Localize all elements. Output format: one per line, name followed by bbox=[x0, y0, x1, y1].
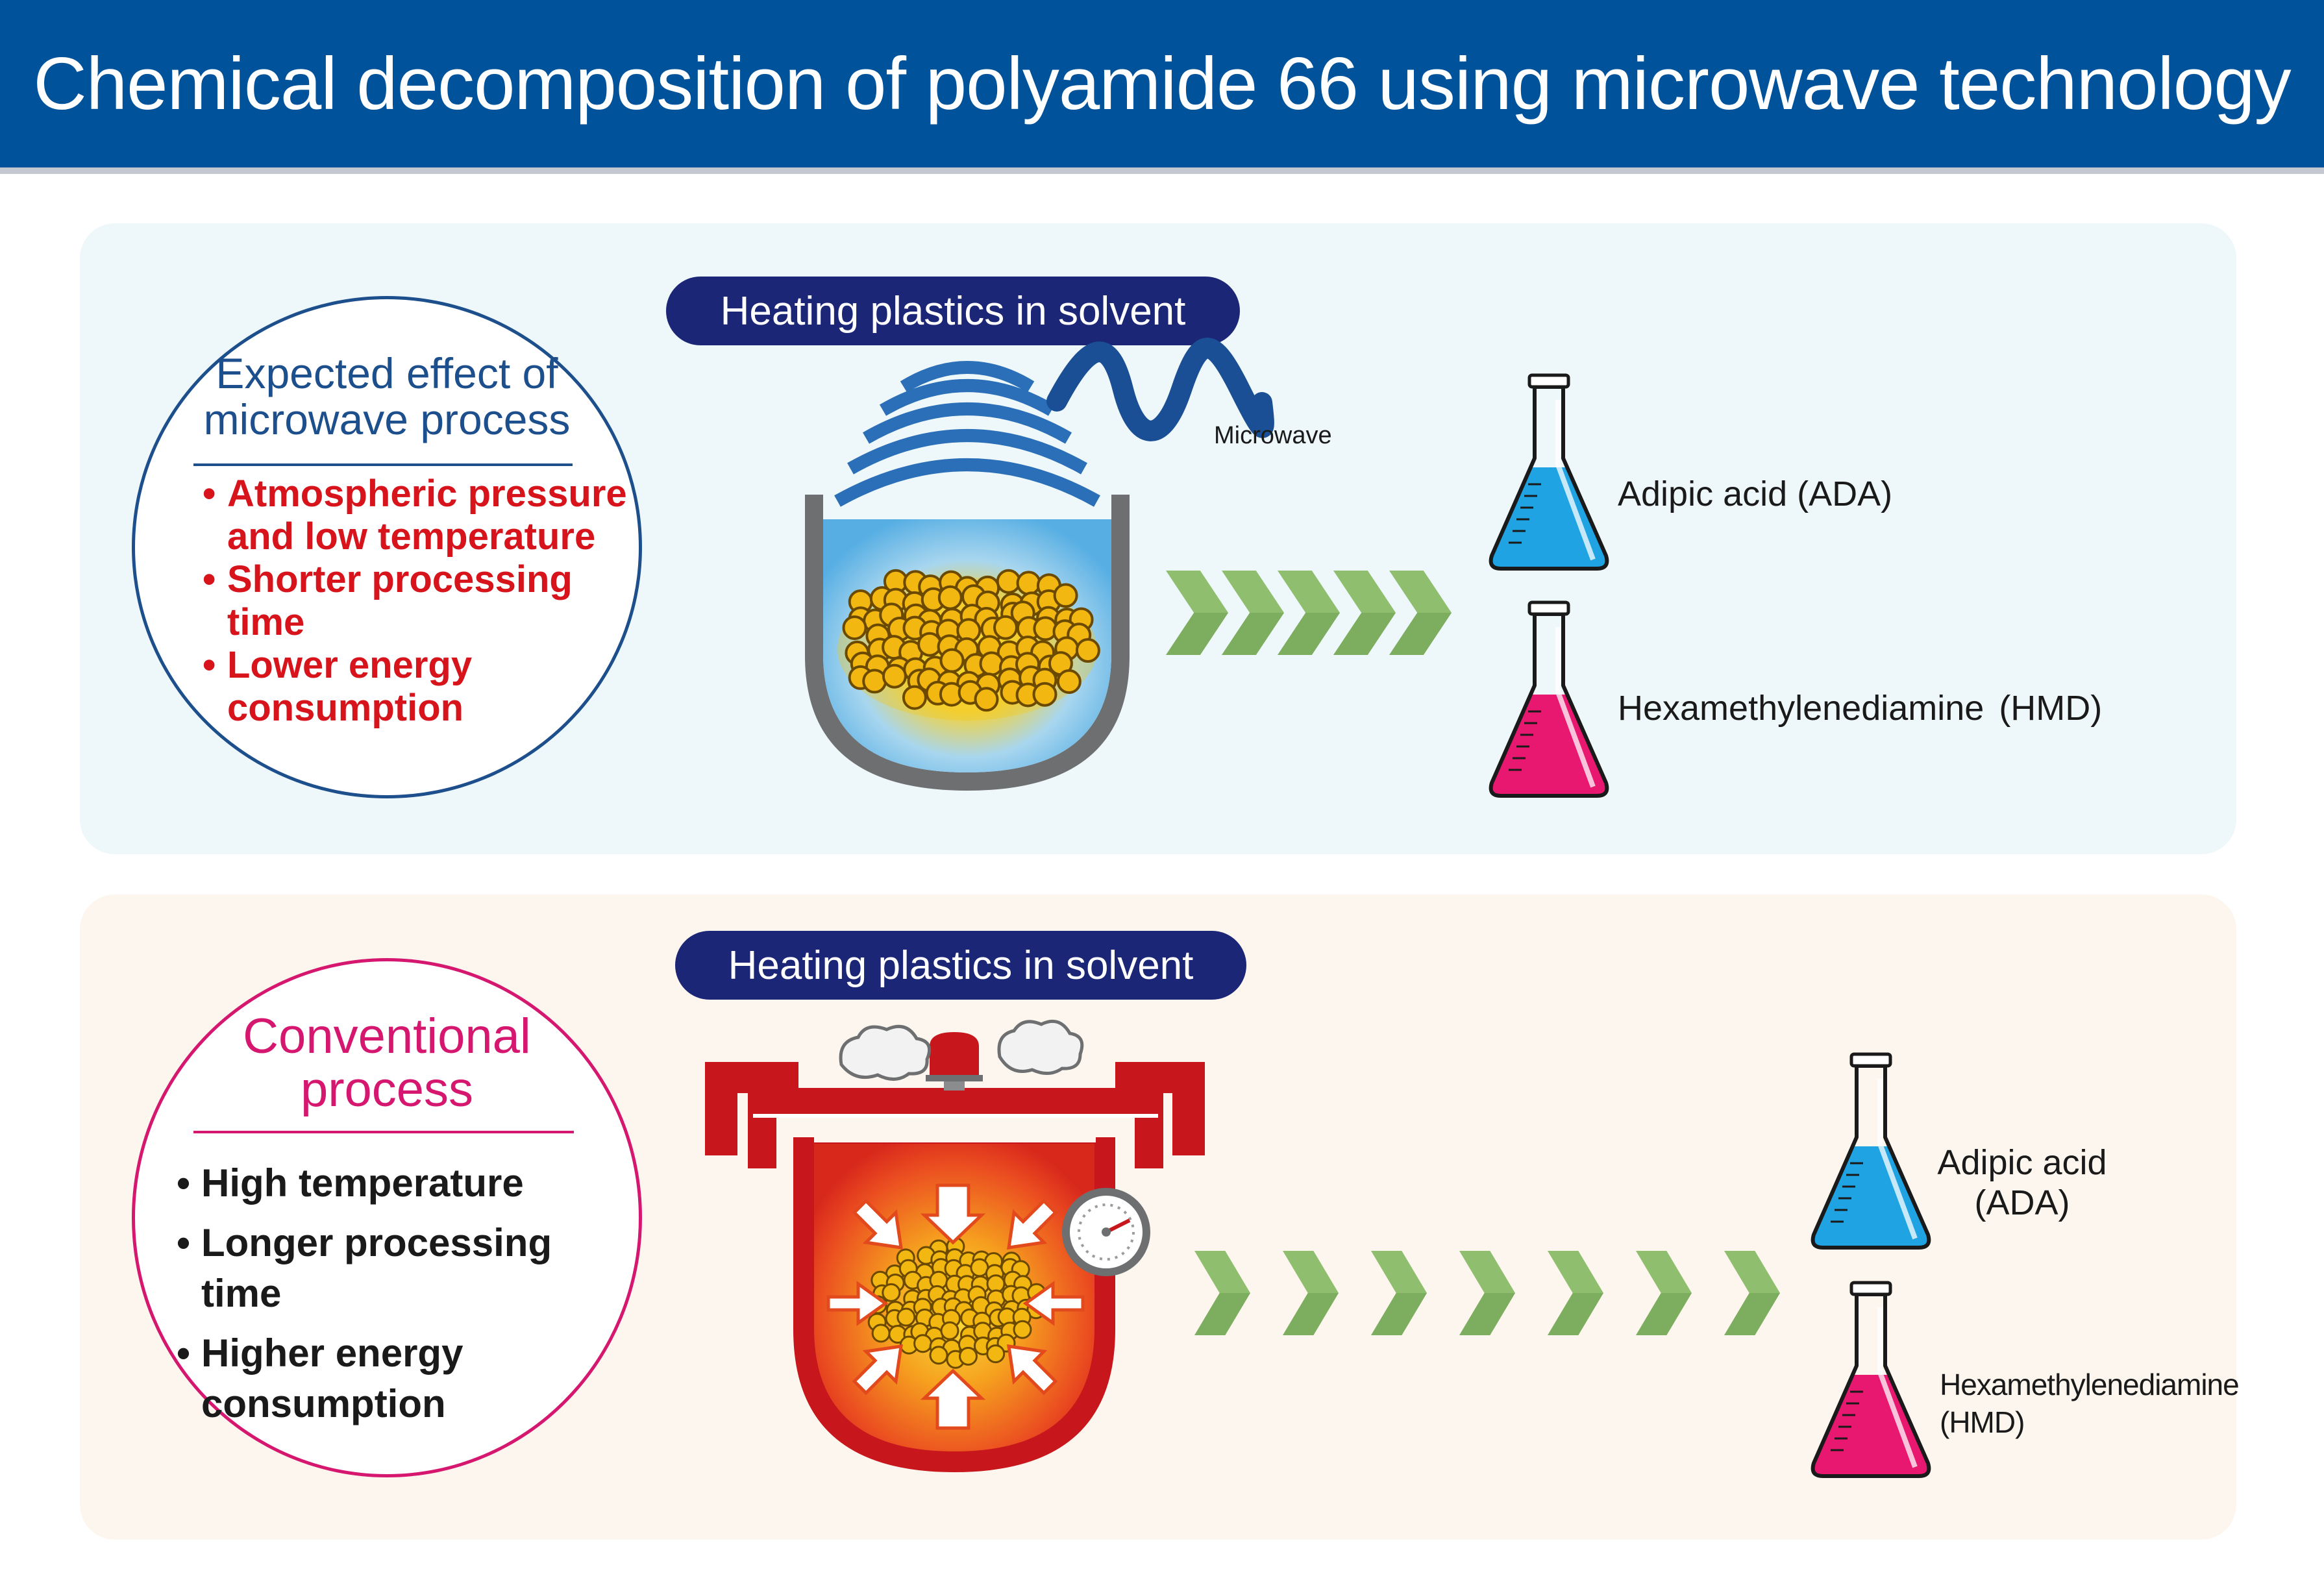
expected-effect-list: •Atmospheric pressure and low temperatur… bbox=[203, 473, 631, 730]
chevron-shade bbox=[1166, 613, 1228, 655]
chevron-shade bbox=[1278, 613, 1340, 655]
chevron-shade bbox=[1389, 613, 1452, 655]
flask-rim bbox=[1849, 1281, 1892, 1296]
list-item: •High temperature bbox=[177, 1161, 524, 1205]
flask-highlight bbox=[1555, 627, 1596, 788]
flask-outline bbox=[1489, 385, 1609, 571]
header-bar bbox=[0, 0, 2324, 167]
pellet bbox=[959, 1346, 978, 1366]
chevron-shade bbox=[1222, 613, 1284, 655]
microwave-label: Microwave bbox=[1214, 422, 1332, 449]
product-label-hmd: Hexamethylenediamine (HMD) bbox=[1618, 689, 2103, 728]
flask-rim bbox=[1849, 1052, 1892, 1068]
flask-highlight bbox=[1877, 1307, 1918, 1468]
chevron-shade bbox=[1194, 1293, 1250, 1335]
list-item: •Atmospheric pressure and low temperatur… bbox=[203, 473, 627, 558]
chevron-shade bbox=[1283, 1293, 1339, 1335]
product-label-ada: Adipic acid (ADA) bbox=[1937, 1143, 2107, 1222]
pellet bbox=[974, 687, 999, 712]
pellet bbox=[902, 685, 927, 710]
pellet bbox=[1075, 638, 1100, 663]
list-item: •Lower energy consumption bbox=[203, 644, 473, 729]
chevron-shade bbox=[1371, 1293, 1427, 1335]
list-item: •Shorter processing time bbox=[203, 558, 573, 643]
pellet bbox=[842, 615, 867, 641]
flask-highlight bbox=[1877, 1079, 1918, 1240]
conventional-process-list: •High temperature •Longer processing tim… bbox=[177, 1158, 631, 1438]
expected-effect-circle bbox=[132, 296, 642, 798]
pellet bbox=[882, 1283, 901, 1302]
heating-label-pill: Heating plastics in solvent bbox=[675, 931, 1246, 1000]
pellet bbox=[1032, 682, 1057, 707]
flask-highlight bbox=[1555, 400, 1596, 561]
flask-outline bbox=[1811, 1292, 1931, 1478]
pellet bbox=[1053, 583, 1078, 608]
chevron-shade bbox=[1459, 1293, 1515, 1335]
conventional-process-divider bbox=[193, 1131, 574, 1133]
pellet bbox=[1056, 669, 1082, 694]
list-item: •Higher energy consumption bbox=[177, 1331, 464, 1425]
expected-effect-title: Expected effect of microwave process bbox=[203, 349, 571, 444]
list-item: •Longer processing time bbox=[177, 1221, 552, 1315]
chevron-shade bbox=[1548, 1293, 1603, 1335]
chevron-shade bbox=[1724, 1293, 1780, 1335]
flask-outline bbox=[1811, 1064, 1931, 1250]
chevron-shade bbox=[1636, 1293, 1692, 1335]
pellet bbox=[882, 663, 907, 689]
pressure-arrows bbox=[826, 1183, 1085, 1430]
conventional-process-title: Conventional process bbox=[243, 1009, 531, 1118]
flask-outline bbox=[1489, 612, 1609, 798]
pellet bbox=[986, 1344, 1006, 1364]
conventional-process-circle bbox=[132, 958, 642, 1477]
pellet bbox=[896, 1307, 916, 1327]
heating-label-pill: Heating plastics in solvent bbox=[666, 277, 1240, 345]
expected-effect-divider bbox=[193, 463, 573, 466]
chevron-shade bbox=[1333, 613, 1396, 655]
page-title: Chemical decomposition of polyamide 66 u… bbox=[33, 42, 2291, 125]
product-label-hmd: Hexamethylenediamine (HMD) bbox=[1940, 1368, 2240, 1439]
pellet bbox=[1013, 1320, 1032, 1339]
flask-rim bbox=[1527, 373, 1570, 389]
flask-rim bbox=[1527, 600, 1570, 616]
product-label-ada: Adipic acid (ADA) bbox=[1618, 475, 1893, 513]
header-shadow bbox=[0, 167, 2324, 174]
